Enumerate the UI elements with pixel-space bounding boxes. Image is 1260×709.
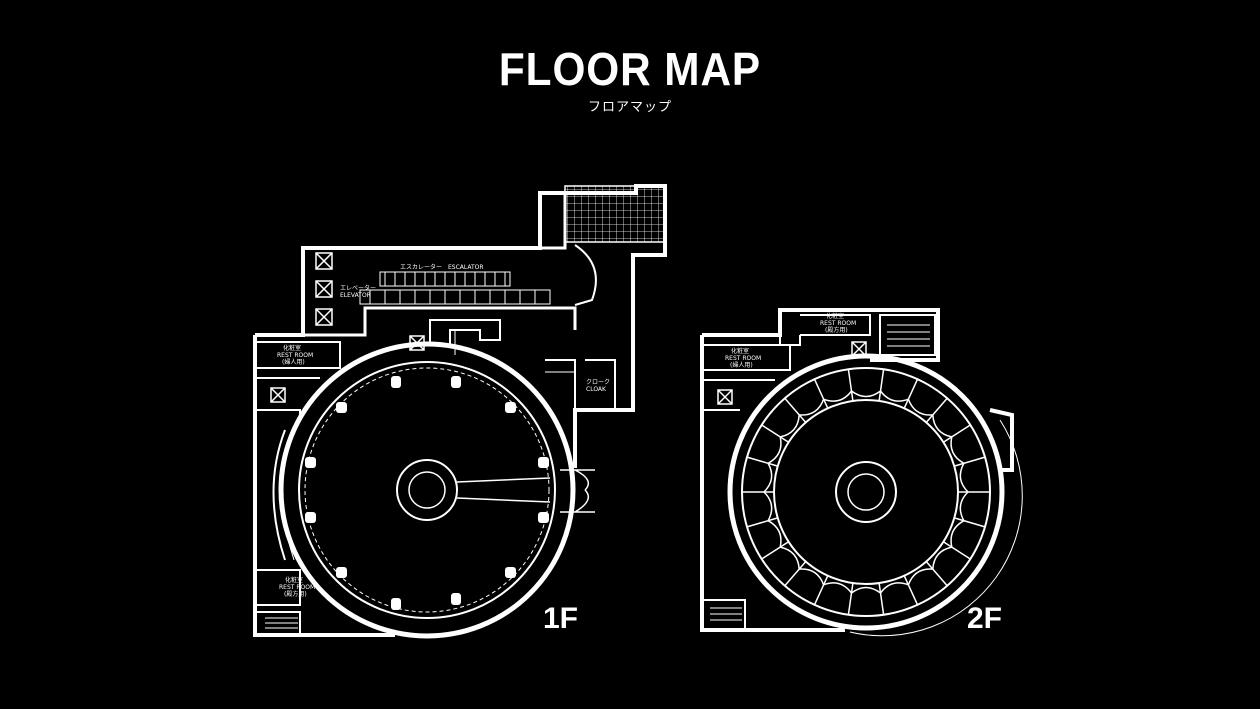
box-seat-divider (954, 517, 986, 528)
box-seat-divider (813, 575, 829, 606)
box-seat-scallop (950, 436, 965, 464)
box-seat-divider (813, 378, 829, 409)
box-seat-divider (925, 561, 948, 587)
label-1f-restroom-m-en: REST ROOM (279, 584, 315, 591)
floor-1f-label: 1F (543, 602, 578, 635)
label-1f-restroom-w-note: (婦人用) (282, 358, 305, 366)
floor-2f-hall-mid (741, 367, 991, 617)
box-seat-scallop (879, 390, 909, 402)
floor-2f-balcony-arc (849, 419, 1023, 637)
box-seat-scallop (780, 546, 800, 570)
floor-2f-hall-outer (727, 353, 1005, 631)
box-seat-scallop (950, 520, 965, 548)
box-seat-divider (942, 424, 971, 443)
box-seat-divider (746, 456, 778, 467)
box-seat-scallop (767, 436, 782, 464)
box-seat-scallop (823, 390, 853, 402)
floor-1f-hall-outer (278, 341, 576, 639)
floor-2f-rooms (704, 314, 936, 632)
floor-1f-hall-ring (304, 367, 550, 613)
box-seat-divider (878, 582, 885, 615)
floor-1f-walkway (456, 477, 551, 503)
label-2f-restroom-m-en: REST ROOM (820, 320, 856, 327)
floor-2f-plan[interactable] (700, 308, 1023, 637)
box-seat-scallop (799, 398, 825, 416)
box-seat-divider (761, 424, 790, 443)
box-seat-divider (942, 541, 971, 560)
floor-2f-hall-inner (773, 399, 959, 585)
label-2f-restroom-w-note: (婦人用) (730, 361, 753, 369)
label-1f-cloak-jp: クローク (586, 379, 610, 386)
floor-1f-escalators (359, 271, 551, 305)
label-2f-restroom-m-jp: 化粧室 (826, 312, 844, 320)
box-seat-divider (925, 397, 948, 423)
floor-1f-left-gallery (272, 429, 286, 561)
floor-2f-center-ring-inner (847, 473, 885, 511)
box-seat-scallop (879, 582, 909, 594)
floor-1f-left-rooms (257, 341, 341, 633)
box-seat-scallop (959, 462, 969, 493)
label-1f-escalator: エスカレーター ESCALATOR (400, 263, 484, 271)
page-subtitle: フロアマップ (587, 100, 672, 115)
label-1f-elevator-jp: エレベーター (340, 284, 376, 292)
label-1f-restroom-m-jp: 化粧室 (285, 576, 303, 584)
box-seat-divider (746, 517, 778, 528)
box-seat-divider (784, 561, 807, 587)
floor-2f-box-seats (742, 369, 990, 615)
box-seat-scallop (767, 520, 782, 548)
box-seat-divider (903, 378, 919, 409)
box-seat-scallop (851, 390, 881, 398)
floor-1f-center-ring-inner (408, 471, 446, 509)
floor-1f-center-ring-outer (396, 459, 458, 521)
floor-2f-label: 2F (967, 602, 1002, 635)
box-seat-divider (847, 369, 854, 402)
label-1f-restroom-m-note: (殿方用) (284, 590, 307, 598)
floor-1f-hall-inner (298, 361, 556, 619)
box-seat-scallop (823, 582, 853, 594)
box-seat-divider (847, 582, 854, 615)
floor-1f-stair-curve (574, 244, 597, 306)
label-1f-elevator-en: ELEVATOR (340, 292, 371, 299)
box-seat-scallop (932, 546, 952, 570)
box-seat-divider (878, 369, 885, 402)
label-2f-restroom-m-note: (殿方用) (825, 326, 848, 334)
floor-1f-entrance-doors (560, 469, 595, 513)
floor-1f-elevators (270, 252, 425, 403)
label-2f-restroom-w-en: REST ROOM (725, 355, 761, 362)
box-seat-scallop (851, 586, 881, 594)
box-seat-scallop (907, 568, 933, 586)
box-seat-divider (761, 541, 790, 560)
box-seat-divider (954, 456, 986, 467)
box-seat-scallop (763, 462, 773, 493)
box-seat-scallop (959, 491, 969, 522)
label-1f-cloak-en: CLOAK (586, 386, 607, 393)
floor-1f-plan[interactable] (253, 184, 667, 639)
box-seat-scallop (932, 414, 952, 438)
floor-1f-terrace-grid (564, 185, 666, 243)
box-seat-scallop (907, 398, 933, 416)
box-seat-scallop (763, 491, 773, 522)
floor-2f-center-ring-outer (835, 461, 897, 523)
label-2f-restroom-w-jp: 化粧室 (731, 347, 749, 355)
label-1f-restroom-w-jp: 化粧室 (283, 344, 301, 352)
box-seat-scallop (780, 414, 800, 438)
box-seat-scallop (799, 568, 825, 586)
label-1f-restroom-w-en: REST ROOM (277, 352, 313, 359)
box-seat-divider (903, 575, 919, 606)
page-title: FLOOR MAP (498, 43, 762, 95)
floor-1f-pillars (305, 376, 549, 610)
box-seat-divider (784, 397, 807, 423)
